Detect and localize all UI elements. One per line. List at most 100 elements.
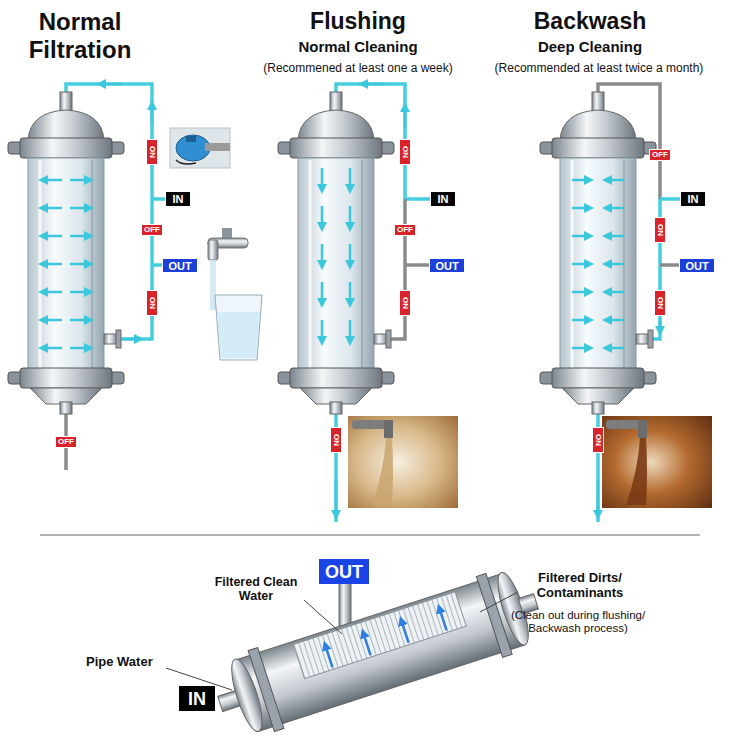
callout-label: Filtered Clean Water: [206, 575, 306, 604]
flow-arrows: [100, 84, 660, 516]
faucet-and-glass-part: [217, 312, 260, 358]
valve-tag: OFF: [649, 149, 671, 161]
flush-water-photo-part: [384, 420, 393, 438]
filtration-arrows-part: [349, 282, 352, 304]
backwash-water-photo-part: [626, 438, 647, 505]
cutaway-cylinder-part: [293, 592, 466, 679]
filtration-arrows-part: [321, 244, 324, 266]
filtration-arrows-part: [42, 319, 62, 322]
flow-arrows-part: [597, 480, 600, 516]
filtration-arrows-part: [606, 263, 624, 266]
callout-label: Pipe Water: [86, 655, 181, 670]
tag-label: OFF: [144, 226, 160, 234]
tag-label: OUT: [685, 260, 708, 271]
filtration-arrows-part: [42, 347, 62, 350]
tag-text: OFF: [144, 226, 160, 234]
tag-text: OFF: [58, 438, 74, 446]
filtration-arrows-part: [606, 319, 624, 322]
divider-line: [40, 534, 700, 536]
filtration-arrows-part: [42, 179, 62, 182]
filtration-arrows-part: [349, 320, 352, 342]
tag-text: IN: [438, 194, 449, 205]
faucet-and-glass: [208, 228, 262, 360]
pump-photo: [170, 128, 230, 168]
panel-heading: Backwash: [490, 8, 690, 34]
tag-text: IN: [173, 194, 184, 205]
tag-label: ON: [401, 146, 409, 158]
tag-label: ON: [656, 297, 664, 309]
valve-tag: ON: [146, 290, 158, 316]
filtration-arrows-part: [349, 168, 352, 190]
filtration-arrows-part: [572, 291, 590, 294]
pipes-part: [152, 197, 165, 201]
cutaway-cylinder-part-part: [325, 645, 332, 668]
flush-water-photo-part: [348, 416, 458, 508]
filtration-arrows-part: [42, 263, 62, 266]
filtration-arrows-part: [321, 282, 324, 304]
flow-arrows-part: [362, 83, 385, 86]
tag-label: ON: [401, 297, 409, 309]
tag-text: ON: [656, 297, 664, 309]
filtration-arrows-part: [70, 235, 90, 238]
tag-label: ON: [656, 224, 664, 236]
valve-tag: OFF: [141, 224, 163, 236]
tag-text: OUT: [685, 260, 708, 271]
valve-tag: ON: [592, 427, 604, 453]
inlet-tag: IN: [680, 191, 706, 207]
filtration-arrows-part: [321, 168, 324, 190]
flow-arrows-part: [335, 480, 338, 516]
outlet-tag: OUT: [679, 258, 715, 273]
cutaway-cylinder-part-part: [439, 608, 446, 631]
inlet-tag: IN: [179, 686, 215, 711]
filtration-arrows-part: [42, 207, 62, 210]
filtration-arrows-part: [42, 235, 62, 238]
valve-tag: ON: [654, 217, 666, 243]
tag-text: ON: [148, 297, 156, 309]
valve-tag: OFF: [55, 436, 77, 448]
filter-housing: [278, 92, 394, 414]
panel-heading: (Recommened at least one a week): [228, 62, 488, 76]
filtration-arrows-part: [349, 244, 352, 266]
filtration-arrows-part: [606, 347, 624, 350]
tag-label: ON: [332, 434, 340, 446]
pump-photo-part: [176, 135, 210, 161]
tag-text: ON: [656, 224, 664, 236]
tag-text: ON: [594, 434, 602, 446]
filtration-arrows-part: [321, 320, 324, 342]
pump-photo-part: [176, 160, 196, 164]
flow-arrows-part: [100, 83, 122, 86]
tag-text: IN: [188, 690, 206, 708]
tag-label: ON: [148, 146, 156, 158]
tag-text: IN: [688, 194, 699, 205]
leader-lines-part: [304, 600, 342, 634]
flush-water-photo-part: [372, 438, 393, 505]
valve-tag: OFF: [394, 224, 416, 236]
tag-label: IN: [188, 690, 206, 708]
filtration-arrows-part: [572, 347, 590, 350]
filtration-arrows-part: [572, 207, 590, 210]
pipes-part: [660, 197, 680, 201]
filtration-arrows-part: [42, 291, 62, 294]
tag-label: IN: [688, 194, 699, 205]
filter-housing: [540, 92, 656, 414]
tag-text: OUT: [168, 260, 191, 271]
filtration-arrows-part: [572, 235, 590, 238]
tag-text: OFF: [652, 151, 668, 159]
flush-water-photo: [348, 416, 458, 508]
panel-heading: (Recommended at least twice a month): [468, 62, 730, 76]
tag-text: ON: [401, 146, 409, 158]
tag-label: OUT: [435, 260, 458, 271]
filtration-arrows-part: [572, 263, 590, 266]
flow-arrows-part: [124, 338, 140, 341]
backwash-water-photo: [602, 416, 712, 508]
flow-arrows-part: [404, 106, 407, 128]
filtration-arrows-part: [321, 206, 324, 228]
filtration-arrows-part: [572, 319, 590, 322]
panel-heading: Normal Cleaning: [258, 38, 458, 55]
tag-text: OUT: [325, 563, 363, 581]
filtration-arrows-part: [70, 207, 90, 210]
outlet-tag: OUT: [319, 559, 369, 584]
tag-label: OFF: [652, 151, 668, 159]
cutaway-cylinder-part: [235, 574, 524, 732]
